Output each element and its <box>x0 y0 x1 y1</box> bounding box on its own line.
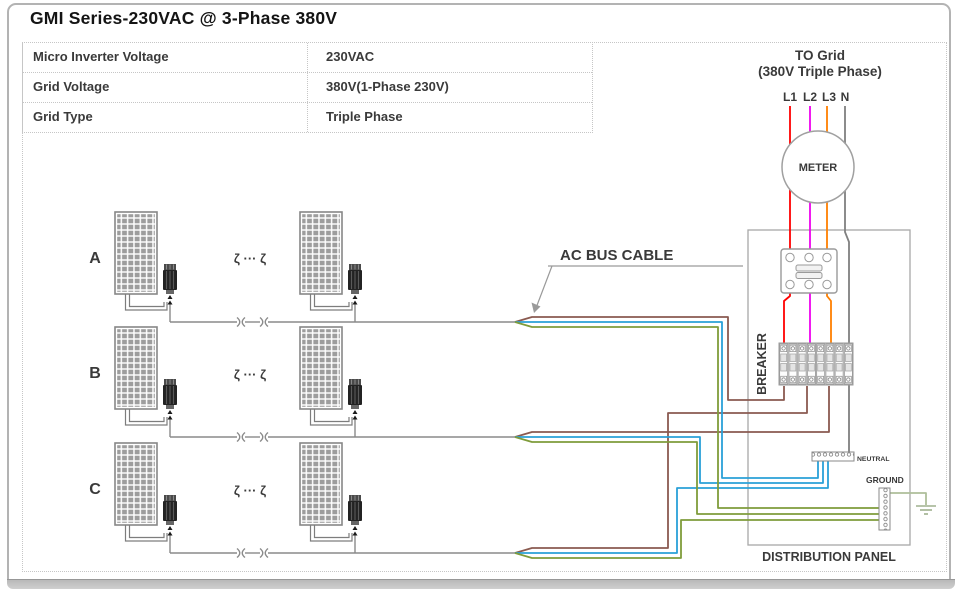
row-label: Grid Voltage <box>23 73 308 102</box>
table-row: Grid Voltage 380V(1-Phase 230V) <box>23 73 592 103</box>
row-value: 230VAC <box>326 49 375 64</box>
window-bottom-bar <box>7 579 955 589</box>
table-row: Grid Type Triple Phase <box>23 103 592 132</box>
row-value: 380V(1-Phase 230V) <box>326 79 449 94</box>
row-value: Triple Phase <box>326 109 403 124</box>
row-label: Micro Inverter Voltage <box>23 43 308 72</box>
page-title: GMI Series-230VAC @ 3-Phase 380V <box>30 8 338 28</box>
table-row: Micro Inverter Voltage 230VAC <box>23 43 592 73</box>
row-label: Grid Type <box>23 103 308 132</box>
spec-table: Micro Inverter Voltage 230VAC Grid Volta… <box>22 42 593 133</box>
